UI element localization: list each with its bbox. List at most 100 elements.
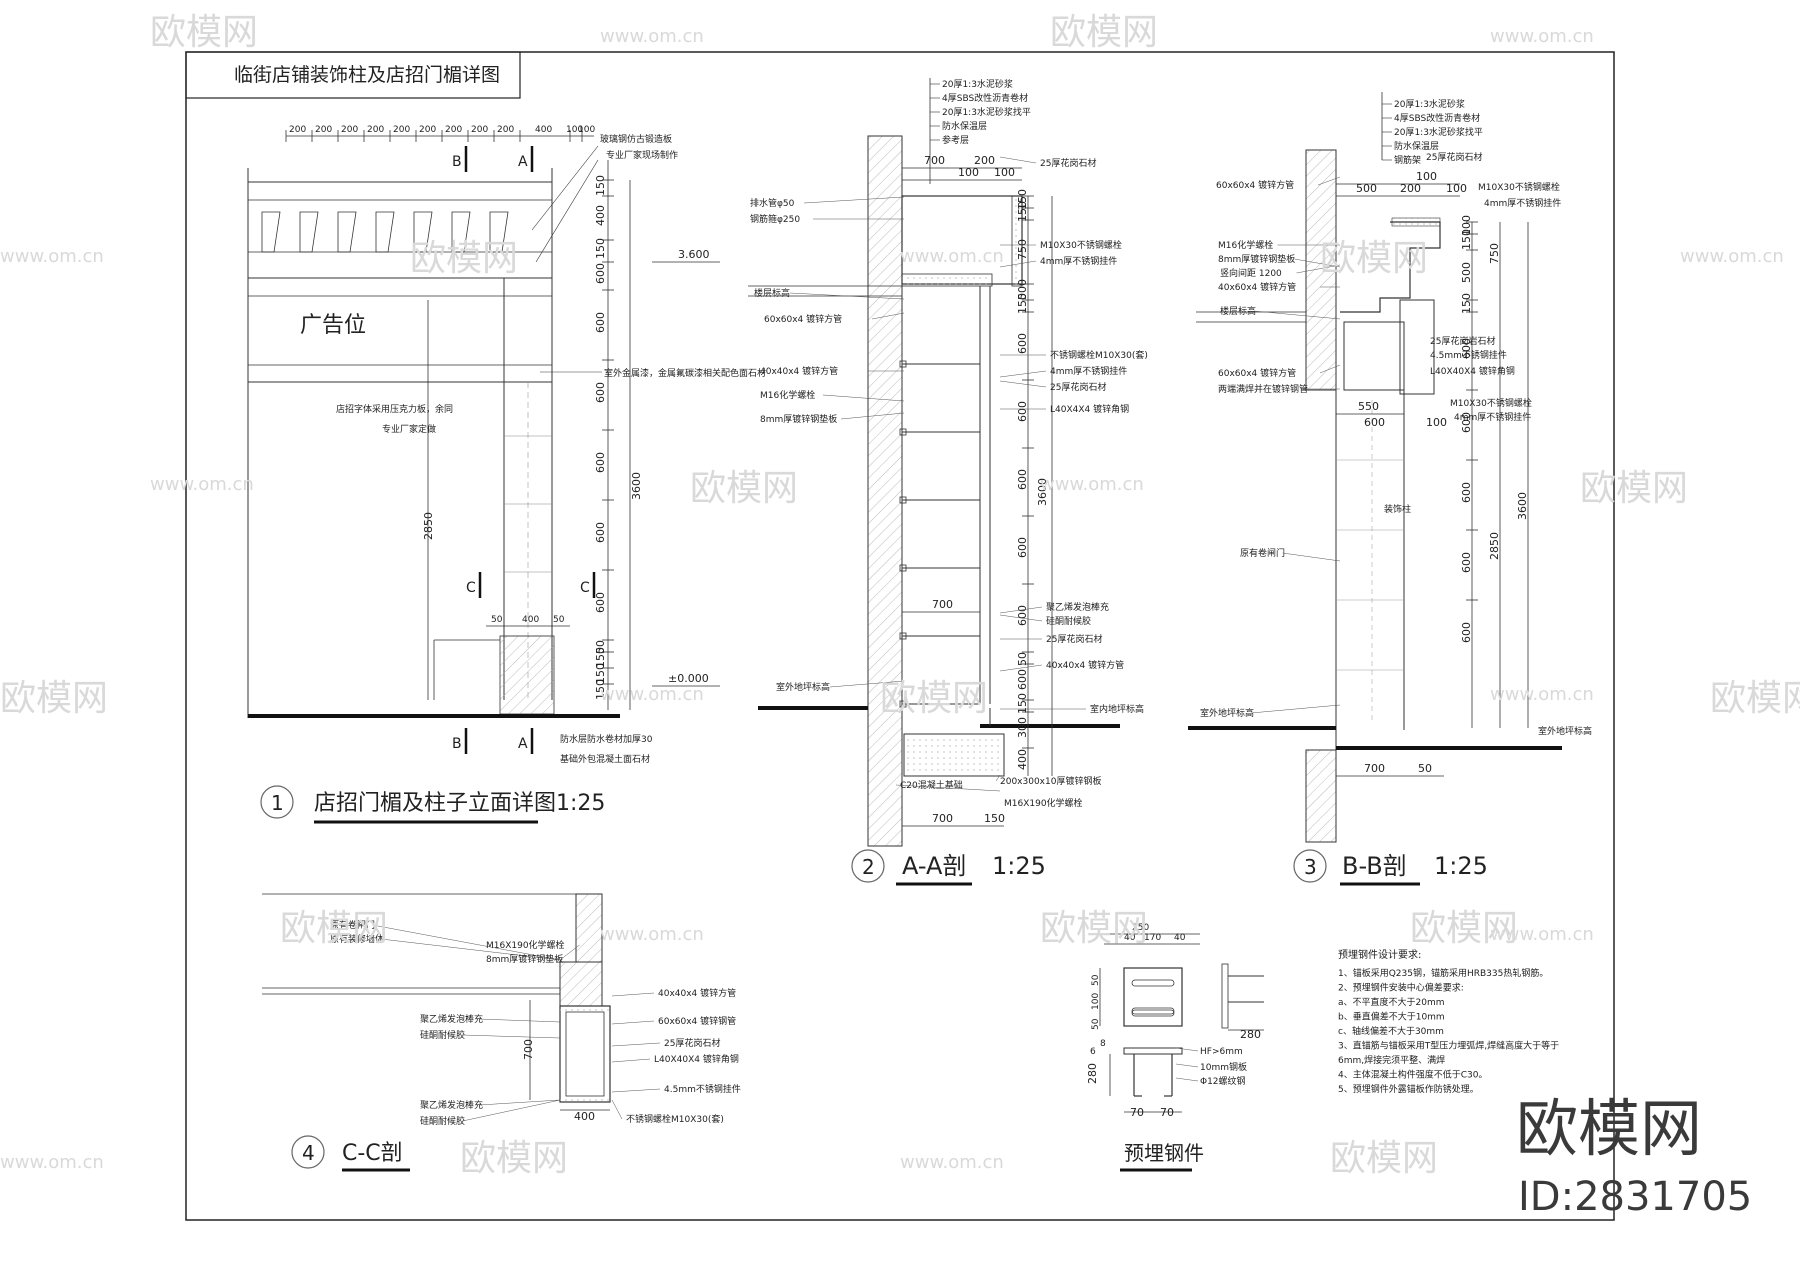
- view1-scale: 1:25: [556, 791, 605, 816]
- view4-number-circle: [291, 1135, 325, 1169]
- aa-foundation: [903, 733, 1005, 777]
- dim-text: 170: [1144, 933, 1161, 943]
- sheet-title: 临街店铺装饰柱及店招门楣详图: [234, 64, 500, 86]
- dim-text: 100: [994, 166, 1015, 179]
- cc-dim-700: 700: [522, 1039, 535, 1060]
- dim-text: 600: [594, 382, 607, 403]
- callout-label: 排水管φ50: [750, 197, 795, 209]
- bb-column-joints: [1336, 459, 1404, 671]
- watermark-brand: 欧模网: [1330, 1138, 1438, 1179]
- dim-text: 50: [491, 615, 503, 625]
- bb-wall: [1305, 149, 1337, 391]
- dim-text: 2850: [1488, 532, 1501, 560]
- callout-label: 硅酮耐候胶: [1046, 615, 1091, 627]
- callout-label: 室外地坪标高: [1200, 707, 1254, 719]
- note-line: b、垂直偏差不大于10mm: [1338, 1011, 1445, 1023]
- dim-text: 100: [566, 125, 583, 135]
- dim-text: 200: [315, 125, 332, 135]
- callout-label: L40X40X4 镀锌角钢: [1430, 365, 1515, 377]
- dim-text: 50: [1418, 762, 1432, 775]
- embed-right-dim: 280: [1240, 1028, 1261, 1041]
- watermark-brand: 欧模网: [1410, 908, 1518, 949]
- watermark-id: ID:2831705: [1518, 1174, 1752, 1220]
- dim-text: 50: [594, 640, 607, 654]
- anchor-bolt: [899, 428, 907, 436]
- bracket: [451, 211, 471, 253]
- dim-text: 250: [1132, 923, 1149, 933]
- bb-layer-notes: 20厚1:3水泥砂浆4厚SBS改性沥青卷材20厚1:3水泥砂浆找平防水保温层钢筋…: [1382, 98, 1483, 166]
- anchor-bolt: [899, 496, 907, 504]
- layer-note: 防水保温层: [942, 120, 987, 132]
- callout-label: 不锈钢螺栓M10X30(套): [1050, 349, 1148, 361]
- dim-text: 200: [471, 125, 488, 135]
- dim-text: 150: [1460, 293, 1473, 314]
- note-line: c、轴线偏差不大于30mm: [1338, 1025, 1444, 1037]
- callout-label: 硅酮耐候胶: [420, 1115, 465, 1127]
- aa-mid-dim: 700: [932, 598, 953, 611]
- view3-scale: 1:25: [1434, 852, 1488, 880]
- callout-label: 40x40x4 镀锌方管: [658, 987, 736, 999]
- callout-label: M16X190化学螺栓: [1004, 797, 1083, 809]
- bracket: [299, 211, 319, 253]
- bolt-slot: [1131, 1007, 1175, 1015]
- dim-text: 3600: [1516, 492, 1529, 520]
- aa-layer-notes: 20厚1:3水泥砂浆4厚SBS改性沥青卷材20厚1:3水泥砂浆找平防水保温层参考…: [930, 78, 1031, 146]
- callout-label: 25厚花岗石材: [1050, 381, 1106, 393]
- embed-title: 预埋钢件: [1124, 1141, 1204, 1165]
- callout-label: 4mm厚不锈钢挂件: [1484, 197, 1561, 209]
- callout-label: L40X40X4 镀锌角钢: [654, 1053, 739, 1065]
- embed-small-dim-6: 6: [1090, 1047, 1096, 1057]
- dim-text: 50: [553, 615, 565, 625]
- callout-label: 室外地坪标高: [776, 681, 830, 693]
- dim-text: 200: [289, 125, 306, 135]
- dim-text: 750: [1488, 243, 1501, 264]
- view4-number: 4: [302, 1141, 315, 1165]
- dim-text: 600: [1460, 338, 1473, 359]
- dim-text: 40: [1124, 933, 1136, 943]
- callout-label: M10X30不锈钢螺栓: [1450, 397, 1532, 409]
- callout-label: L40X4X4 镀锌角钢: [1050, 403, 1129, 415]
- dim-text: 100: [1446, 182, 1467, 195]
- watermark-site: www.om.cn: [1490, 26, 1594, 47]
- note-line: 2、预埋钢件安装中心偏差要求:: [1338, 982, 1464, 994]
- dim-text: 200: [419, 125, 436, 135]
- dim-text: 600: [1016, 669, 1029, 690]
- watermark-layer: 欧模网欧模网欧模网欧模网欧模网欧模网欧模网欧模网欧模网欧模网欧模网欧模网欧模网欧…: [0, 12, 1800, 1179]
- watermark-brand: 欧模网: [880, 678, 988, 719]
- dim-text: 600: [594, 312, 607, 333]
- embed-bottom-dim-a: 70: [1130, 1106, 1144, 1119]
- dim-text: 600: [1016, 333, 1029, 354]
- watermark-site: www.om.cn: [1680, 246, 1784, 267]
- note-text: 室外金属漆，金属氟碳漆相关配色面石材: [604, 367, 766, 379]
- dim-text: 40: [1174, 933, 1186, 943]
- dim-text: 150: [1016, 189, 1029, 210]
- dim-text: 100: [1091, 993, 1101, 1010]
- dim-text: 200: [974, 154, 995, 167]
- dim-text: 700: [1364, 762, 1385, 775]
- dim-text: 600: [1460, 552, 1473, 573]
- watermark-site: www.om.cn: [600, 26, 704, 47]
- dim-text: 200: [497, 125, 514, 135]
- callout-label: 室内地坪标高: [1090, 703, 1144, 715]
- dim-text: 150: [594, 175, 607, 196]
- watermark-brand: 欧模网: [150, 12, 258, 53]
- note-text: 专业厂家定做: [382, 423, 436, 435]
- section-mark: A: [518, 736, 528, 752]
- layer-note: 20厚1:3水泥砂浆找平: [1394, 126, 1483, 138]
- callout-label: 竖向间距 1200: [1220, 267, 1282, 279]
- embed-left-dim: 280: [1086, 1063, 1099, 1084]
- section-mark: A: [518, 154, 528, 170]
- note-text: 基础外包混凝土面石材: [560, 753, 650, 765]
- callout-label: 楼层标高: [1220, 305, 1256, 317]
- watermark-site: www.om.cn: [150, 474, 254, 495]
- callout-label: 楼层标高: [754, 287, 790, 299]
- dim-text: 500: [1016, 279, 1029, 300]
- dim-text: 150: [1016, 293, 1029, 314]
- section-aa-view: 20厚1:3水泥砂浆4厚SBS改性沥青卷材20厚1:3水泥砂浆找平防水保温层参考…: [748, 78, 1148, 886]
